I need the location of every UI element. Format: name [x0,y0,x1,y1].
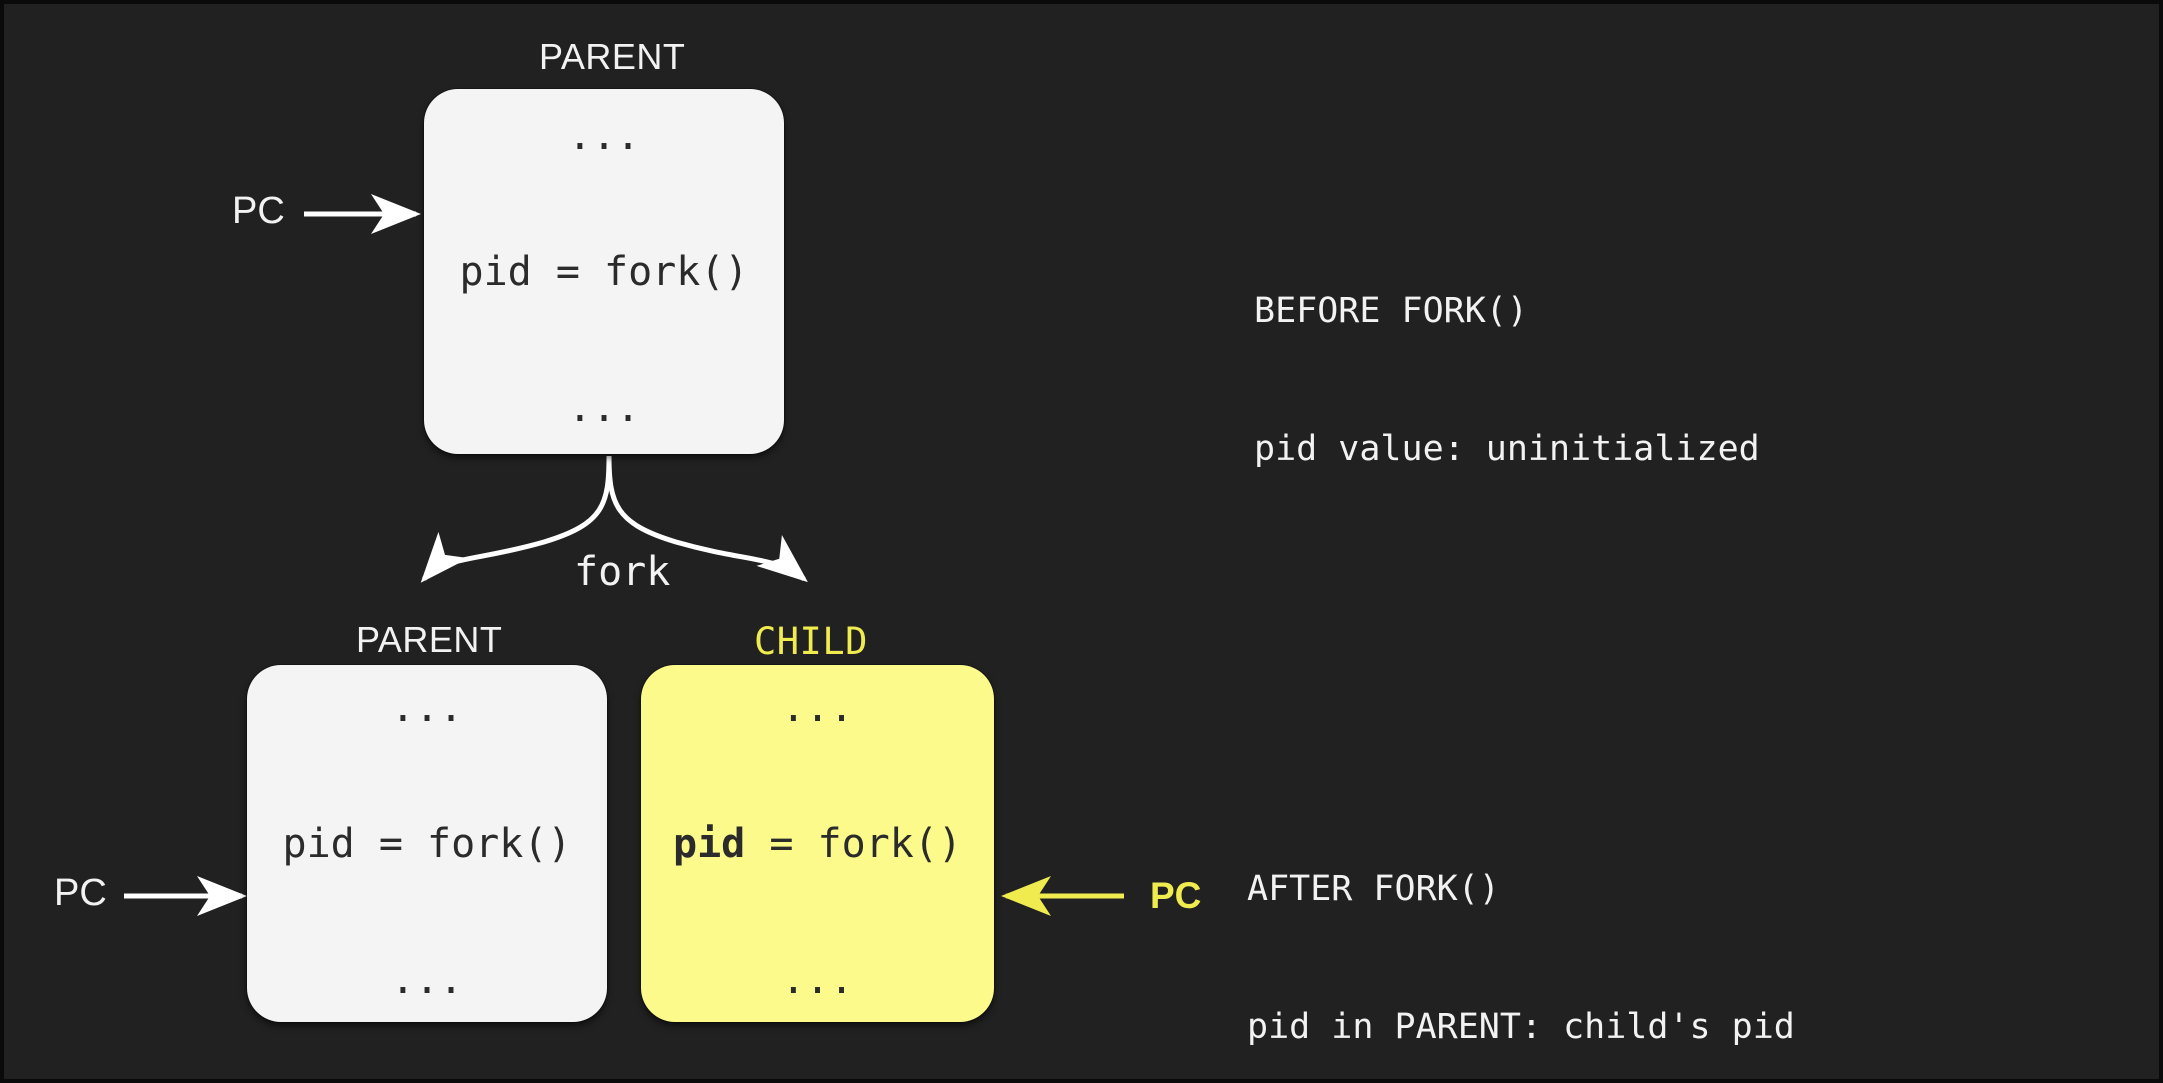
bottom-parent-box[interactable]: ... pid = fork() ... [247,665,607,1022]
code-token-pid: pid [673,820,746,867]
top-parent-code: ... pid = fork() ... [460,28,749,516]
note-before-line-1: BEFORE FORK() [1254,291,1528,331]
pc-label-bottom-child: PC [1150,875,1202,916]
pc-label-top: PC [232,190,285,232]
note-after-line-1: AFTER FORK() [1247,869,1500,909]
bottom-child-code: ... pid = fork() ... [673,600,962,1080]
code-line-1: ... [390,684,464,731]
code-line-2: pid = fork() [459,248,749,295]
bottom-parent-code: ... pid = fork() ... [282,600,572,1080]
code-line-3: ... [390,956,464,1003]
code-line-3: ... [781,956,854,1003]
bottom-child-box[interactable]: ... pid = fork() ... [641,665,994,1022]
bottom-child-caption: CHILD [754,620,868,663]
code-line-1: ... [781,684,854,731]
code-line-2: pid = fork() [282,820,572,867]
code-line-3: ... [567,384,641,431]
note-after-line-2: pid in PARENT: child's pid [1247,1007,1795,1047]
top-parent-caption: PARENT [539,36,686,77]
pc-label-bottom-parent: PC [54,872,107,914]
code-line-2: pid = fork() [673,824,962,864]
note-before-fork: BEFORE FORK() pid value: uninitialized [1254,196,1760,564]
top-parent-box[interactable]: ... pid = fork() ... [424,89,784,454]
code-token-assign: = fork() [745,820,962,867]
note-after-fork: AFTER FORK() pid in PARENT: child's pid … [1247,774,1795,1079]
fork-label: fork [574,549,671,595]
note-before-line-2: pid value: uninitialized [1254,429,1760,469]
bottom-parent-caption: PARENT [356,619,503,660]
code-line-1: ... [567,112,641,159]
